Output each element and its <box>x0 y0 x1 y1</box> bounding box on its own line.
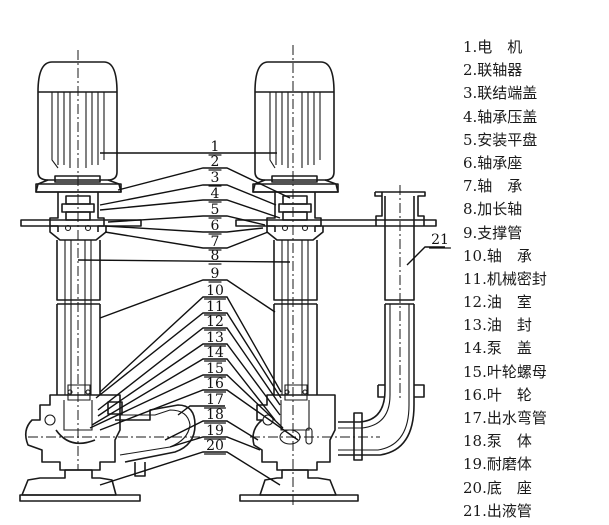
legend-item: 19.耐磨体 <box>463 455 532 474</box>
right-coupling-housing <box>266 192 322 232</box>
callout-12: 12 <box>206 314 224 330</box>
callout-4: 4 <box>211 186 220 202</box>
legend-item: 1.电 机 <box>463 38 523 56</box>
left-pump-unit <box>19 50 200 502</box>
leader-14 <box>91 358 276 426</box>
left-motor <box>35 61 122 193</box>
callout-numbers: 1 2 3 4 5 6 7 8 9 10 11 12 13 14 15 16 1… <box>204 139 451 455</box>
legend-item: 14.泵 盖 <box>463 339 532 358</box>
left-pump-casing <box>24 384 121 471</box>
right-motor <box>252 61 339 193</box>
legend-item: 16.叶 轮 <box>463 385 532 404</box>
callout-2: 2 <box>211 154 220 170</box>
callout-5: 5 <box>211 202 220 218</box>
callout-7: 7 <box>211 234 220 250</box>
leader-10 <box>99 296 282 393</box>
left-base <box>19 469 141 502</box>
leader-5 <box>107 215 266 226</box>
left-support-pipe <box>56 240 101 395</box>
callout-18: 18 <box>206 407 224 423</box>
callout-14: 14 <box>206 345 224 361</box>
callout-20: 20 <box>206 438 224 454</box>
legend-item: 5.安装平盘 <box>463 130 538 149</box>
legend-item: 3.联结端盖 <box>463 84 538 103</box>
parts-legend: 1.电 机 2.联轴器 3.联结端盖 4.轴承压盖 5.安装平盘 6.轴承座 7… <box>463 36 609 523</box>
callout-11: 11 <box>206 299 224 315</box>
callout-3: 3 <box>211 170 220 186</box>
leader-6 <box>104 225 264 233</box>
legend-item: 7.轴 承 <box>463 177 523 196</box>
right-support-pipe <box>273 240 318 395</box>
legend-item: 21.出液管 <box>463 501 532 520</box>
leader-8 <box>77 259 291 263</box>
legend-item: 12.油 室 <box>463 293 532 312</box>
leader-21 <box>406 246 445 266</box>
legend-item: 6.轴承座 <box>463 153 523 172</box>
leader-9 <box>99 279 276 319</box>
legend-item: 18.泵 体 <box>463 432 532 451</box>
legend-item: 17.出水弯管 <box>463 409 547 427</box>
leader-4 <box>99 199 281 219</box>
callout-1: 1 <box>211 139 220 155</box>
callout-9: 9 <box>211 266 220 282</box>
right-base <box>239 469 359 502</box>
leader-15 <box>89 374 284 429</box>
callout-19: 19 <box>206 423 224 439</box>
legend-item: 8.加长轴 <box>463 200 523 219</box>
leader-20 <box>99 451 281 486</box>
callout-16: 16 <box>206 376 224 392</box>
leader-18 <box>164 420 259 441</box>
callout-15: 15 <box>206 361 224 377</box>
leader-12 <box>97 327 281 411</box>
legend-item: 2.联轴器 <box>463 61 523 80</box>
leader-3 <box>99 184 277 206</box>
callout-13: 13 <box>206 330 224 346</box>
right-pump-unit <box>235 45 437 505</box>
leader-lines <box>77 152 445 486</box>
leader-11 <box>95 312 282 399</box>
leader-16 <box>99 389 299 441</box>
leader-7 <box>104 231 269 249</box>
callout-10: 10 <box>206 283 224 299</box>
legend-item: 4.轴承压盖 <box>463 107 538 126</box>
legend-item: 10.轴 承 <box>463 246 532 265</box>
callout-21: 21 <box>431 232 449 248</box>
outlet-pipe <box>338 185 426 461</box>
legend-item: 9.支撑管 <box>463 223 523 242</box>
callout-17: 17 <box>206 392 224 408</box>
right-pump-casing <box>252 384 336 471</box>
leader-13 <box>97 343 281 417</box>
leader-2 <box>117 167 291 199</box>
legend-item: 20.底 座 <box>463 478 532 497</box>
callout-8: 8 <box>211 248 220 264</box>
legend-item: 15.叶轮螺母 <box>463 362 547 381</box>
callout-6: 6 <box>211 218 220 234</box>
legend-item: 13.油 封 <box>463 316 532 335</box>
left-mounting-plate <box>20 219 142 241</box>
leader-19 <box>169 436 261 451</box>
legend-item: 11.机械密封 <box>463 269 547 288</box>
right-mounting-plate <box>235 219 437 241</box>
leader-17 <box>177 405 225 416</box>
